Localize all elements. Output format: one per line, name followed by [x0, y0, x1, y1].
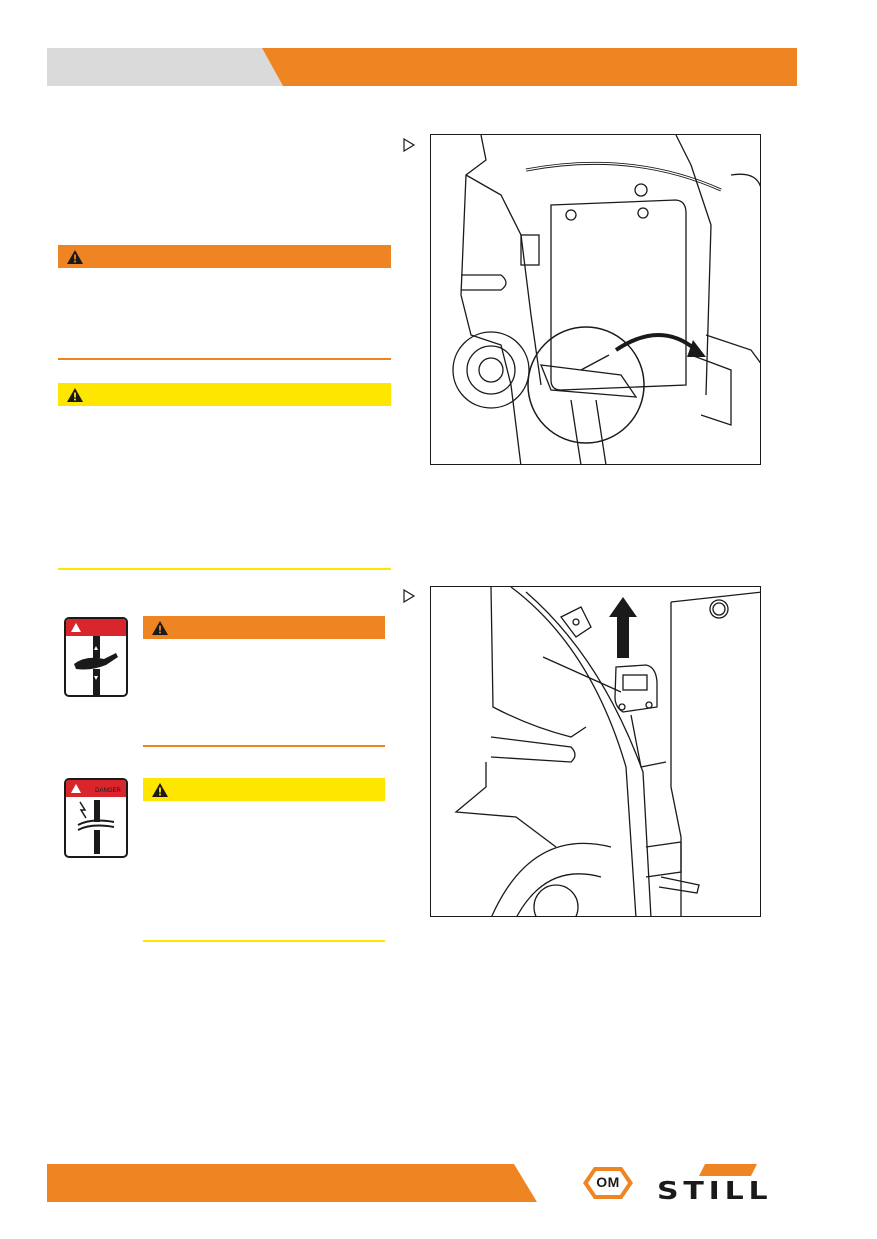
safety-sign-hand-crush: [64, 617, 128, 697]
hand-crush-icon: [66, 619, 126, 695]
caution-bar-2: [143, 778, 385, 801]
safety-sign-electric-shock: DANGER: [64, 778, 128, 858]
figure-1-illustration: [452, 135, 760, 464]
electric-shock-icon: DANGER: [66, 780, 126, 854]
triangle-pointer-icon: [403, 138, 416, 152]
warning-triangle-icon: [152, 782, 168, 797]
still-logo: STILL: [655, 1162, 800, 1206]
still-logo-text: STILL: [657, 1176, 773, 1205]
warning-bar-1: [58, 245, 391, 268]
warning-triangle-icon: [67, 249, 83, 264]
figure-battery-compartment: [430, 134, 761, 465]
caution-bar-1: [58, 383, 391, 406]
om-logo: OM: [580, 1164, 636, 1202]
danger-label: DANGER: [95, 788, 121, 794]
warning-bar-2: [143, 616, 385, 639]
om-logo-shape: [583, 1167, 633, 1199]
warning-triangle-icon: [67, 387, 83, 402]
page-header: [47, 48, 797, 86]
caution-rule-1: [58, 568, 391, 570]
footer-band: [47, 1164, 537, 1202]
warning-rule-1: [58, 358, 391, 360]
warning-triangle-icon: [152, 620, 168, 635]
figure-battery-connector: [430, 586, 761, 917]
header-band: [47, 48, 797, 86]
caution-rule-2: [143, 940, 385, 942]
triangle-pointer-icon: [403, 589, 416, 603]
warning-rule-2: [143, 745, 385, 747]
still-logo-accent: [699, 1164, 757, 1176]
figure-2-illustration: [454, 587, 760, 916]
om-logo-text: OM: [596, 1174, 620, 1190]
page-footer: [47, 1164, 537, 1202]
